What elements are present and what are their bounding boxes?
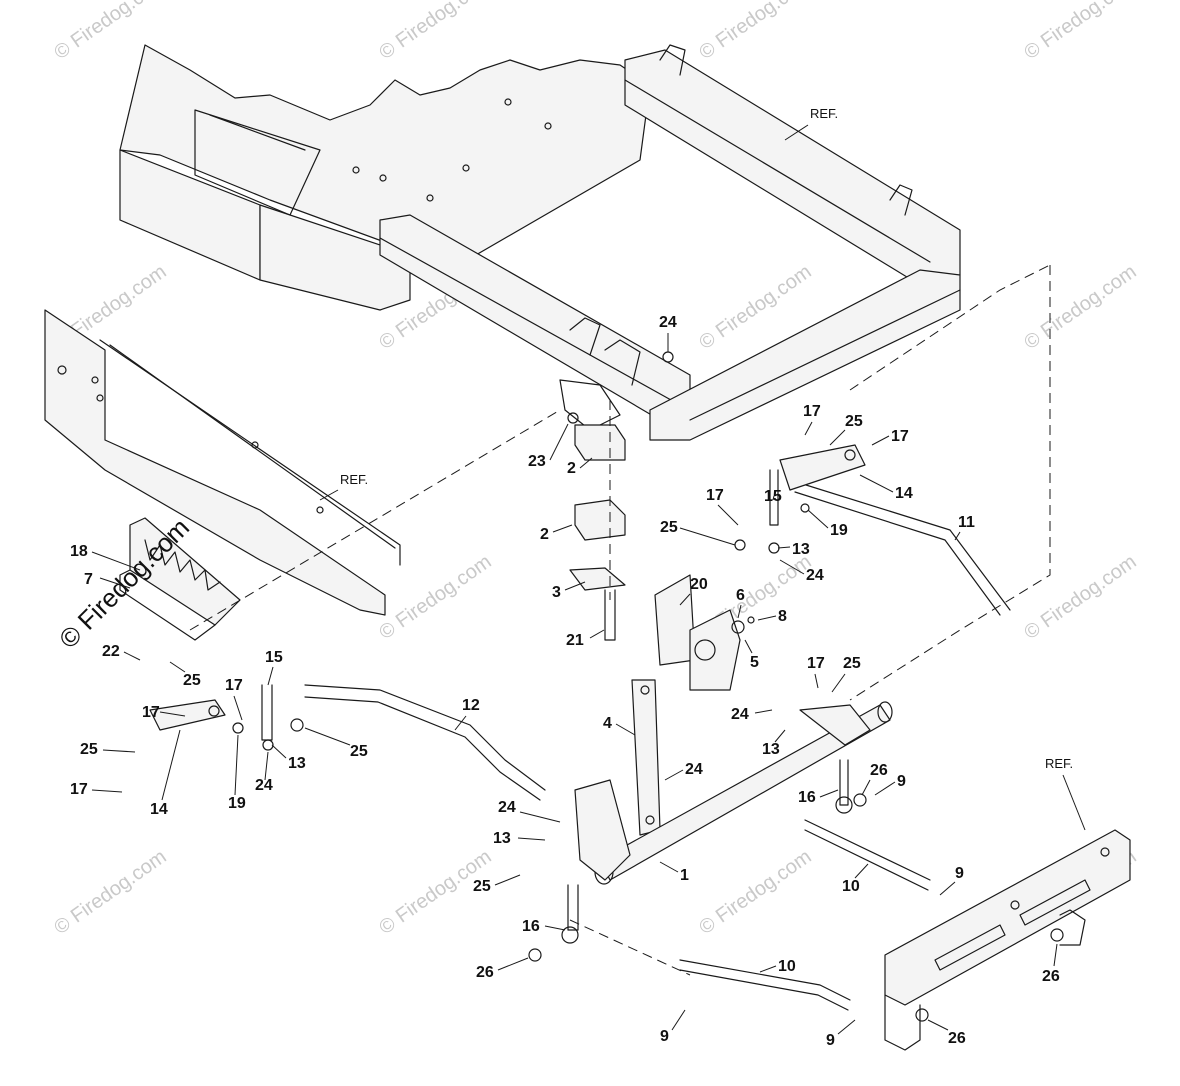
callout-25: 25 bbox=[350, 743, 368, 760]
callout-19: 19 bbox=[228, 795, 246, 812]
center-mount bbox=[567, 351, 674, 641]
callout-19: 19 bbox=[830, 522, 848, 539]
callout-13: 13 bbox=[762, 741, 780, 758]
lower-linkage bbox=[528, 759, 931, 1011]
callout-2: 2 bbox=[540, 526, 549, 543]
watermark: © Firedog.com bbox=[1020, 261, 1140, 354]
lift-arm bbox=[631, 574, 755, 836]
callout-7: 7 bbox=[84, 571, 93, 588]
callout-9: 9 bbox=[955, 865, 964, 882]
callout-13: 13 bbox=[493, 830, 511, 847]
callout-24: 24 bbox=[255, 777, 273, 794]
callout-25: 25 bbox=[845, 413, 863, 430]
callout-3: 3 bbox=[552, 584, 561, 601]
alignment-lines bbox=[189, 264, 1051, 976]
callout-17: 17 bbox=[142, 704, 160, 721]
callout-25: 25 bbox=[473, 878, 491, 895]
callout-5: 5 bbox=[750, 654, 759, 671]
watermark: © Firedog.com bbox=[1020, 551, 1140, 644]
ref-label-plate: REF. bbox=[340, 472, 368, 487]
callout-23: 23 bbox=[528, 453, 546, 470]
callout-9: 9 bbox=[897, 773, 906, 790]
callout-26: 26 bbox=[1042, 968, 1060, 985]
watermark: © Firedog.com bbox=[375, 551, 495, 644]
callouts: 1 2 2 3 4 5 6 8 9 9 9 9 10 10 11 12 13 1… bbox=[70, 314, 1060, 1049]
callout-26: 26 bbox=[948, 1030, 966, 1047]
callout-22: 22 bbox=[102, 643, 120, 660]
callout-15: 15 bbox=[265, 649, 283, 666]
callout-24: 24 bbox=[731, 706, 749, 723]
left-linkage bbox=[149, 684, 546, 801]
callout-14: 14 bbox=[895, 485, 913, 502]
callout-17: 17 bbox=[70, 781, 88, 798]
callout-17: 17 bbox=[807, 655, 825, 672]
callout-25: 25 bbox=[183, 672, 201, 689]
callout-17: 17 bbox=[706, 487, 724, 504]
callout-20: 20 bbox=[690, 576, 708, 593]
callout-26: 26 bbox=[870, 762, 888, 779]
watermark: © Firedog.com bbox=[695, 846, 815, 939]
callout-8: 8 bbox=[778, 608, 787, 625]
watermark: © Firedog.com bbox=[1020, 0, 1140, 64]
side-plate bbox=[44, 309, 401, 616]
callout-6: 6 bbox=[736, 587, 745, 604]
callout-24: 24 bbox=[498, 799, 516, 816]
callout-9: 9 bbox=[660, 1028, 669, 1045]
hoc-plate bbox=[119, 517, 241, 641]
callout-16: 16 bbox=[522, 918, 540, 935]
callout-1: 1 bbox=[680, 867, 689, 884]
ref-labels: REF. REF. REF. bbox=[319, 106, 1086, 831]
lift-shaft bbox=[574, 701, 893, 885]
watermark: © Firedog.com bbox=[50, 846, 170, 939]
ref-label-bracket: REF. bbox=[1045, 756, 1073, 771]
callout-2: 2 bbox=[567, 460, 576, 477]
callout-12: 12 bbox=[462, 697, 480, 714]
callout-14: 14 bbox=[150, 801, 168, 818]
callout-4: 4 bbox=[603, 715, 612, 732]
callout-16: 16 bbox=[798, 789, 816, 806]
callout-17: 17 bbox=[803, 403, 821, 420]
callout-15: 15 bbox=[764, 488, 782, 505]
callout-9: 9 bbox=[826, 1032, 835, 1049]
callout-13: 13 bbox=[288, 755, 306, 772]
callout-24: 24 bbox=[659, 314, 677, 331]
callout-17: 17 bbox=[891, 428, 909, 445]
watermark: © Firedog.com bbox=[375, 0, 495, 64]
frame-assembly bbox=[119, 44, 961, 441]
callout-18: 18 bbox=[70, 543, 88, 560]
callout-24: 24 bbox=[685, 761, 703, 778]
callout-24: 24 bbox=[806, 567, 824, 584]
callout-11: 11 bbox=[958, 514, 975, 531]
callout-13: 13 bbox=[792, 541, 810, 558]
callout-10: 10 bbox=[842, 878, 860, 895]
callout-25: 25 bbox=[660, 519, 678, 536]
callout-25: 25 bbox=[80, 741, 98, 758]
deck-bracket bbox=[884, 829, 1131, 1051]
callout-25: 25 bbox=[843, 655, 861, 672]
callout-17: 17 bbox=[225, 677, 243, 694]
watermark: © Firedog.com bbox=[695, 0, 815, 64]
ref-label-frame: REF. bbox=[810, 106, 838, 121]
callout-21: 21 bbox=[566, 632, 584, 649]
callout-26: 26 bbox=[476, 964, 494, 981]
callout-10: 10 bbox=[778, 958, 796, 975]
